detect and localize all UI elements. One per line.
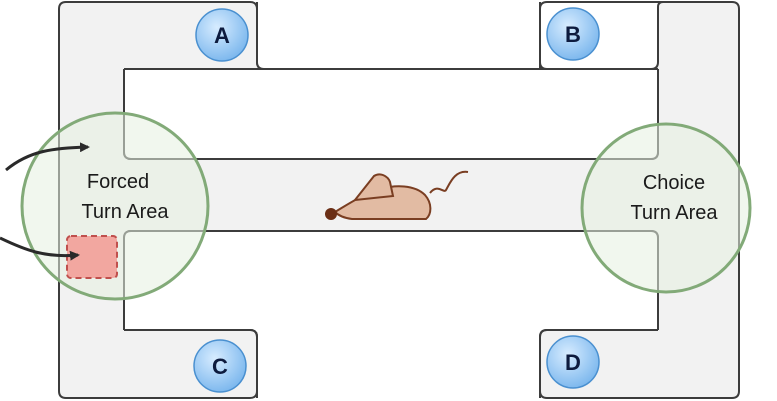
forced-turn-area-label-line2: Turn Area [81,201,169,223]
arm-a-circle [195,8,249,62]
maze-top-middle-gap [258,0,539,68]
maze-bottom-middle-gap [258,331,539,401]
choice-turn-area-zone [580,122,752,294]
mouse-icon [325,170,469,220]
maze-top-arm-b [539,1,732,69]
entry-arrow-bottom [0,236,80,261]
arm-c-label: C [212,354,228,379]
arm-b-circle [546,7,600,61]
maze-bottom-gap [125,232,657,329]
maze-top-gap [125,70,657,158]
arm-d-circle [546,335,600,389]
maze-bottom-inner-edge [124,329,658,398]
arm-d-label: D [565,350,581,375]
arm-c-circle [193,339,247,393]
choice-turn-area-label-line2: Turn Area [630,202,718,224]
choice-turn-area-label-line1: Choice [643,172,705,194]
barrier-block [66,235,118,279]
entry-arrow-top [5,142,90,172]
arm-a-label: A [214,23,230,48]
forced-turn-area-label-line1: Forced [87,171,149,193]
arm-b-label: B [565,22,581,47]
